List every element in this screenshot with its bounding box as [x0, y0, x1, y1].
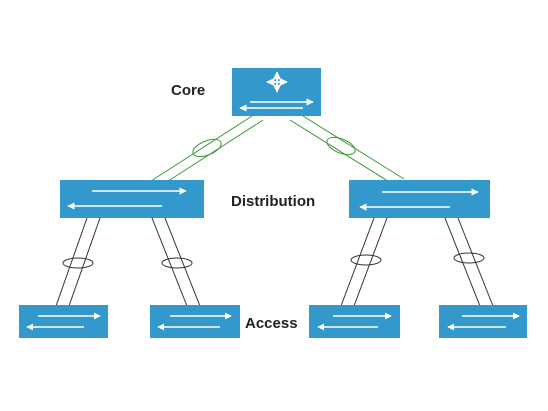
access-switch-1[interactable] [19, 305, 108, 338]
access-switch-3[interactable] [309, 305, 400, 338]
switch-bidirectional-arrows-icon [447, 312, 520, 331]
distribution-access-links [55, 217, 494, 307]
switch-bidirectional-arrows-icon [239, 98, 314, 112]
core-router[interactable] [232, 68, 321, 116]
tier-label-core: Core [171, 82, 205, 99]
etherchannel-bundle-marker [192, 138, 222, 158]
core-distribution-links [150, 115, 405, 186]
tier-label-distribution: Distribution [231, 193, 315, 210]
switch-bidirectional-arrows-icon [359, 188, 479, 211]
switch-bidirectional-arrows-icon [317, 312, 392, 331]
etherchannel-bundle-marker [161, 257, 193, 269]
etherchannel-bundle-marker [62, 257, 94, 269]
etherchannel-bundle-marker [326, 136, 356, 156]
link-distleft-to-access-2 [151, 217, 201, 307]
etherchannel-bundle-marker [350, 254, 382, 266]
distribution-switch-right[interactable] [349, 180, 490, 218]
switch-bidirectional-arrows-icon [67, 187, 187, 210]
access-switch-2[interactable] [150, 305, 240, 338]
link-distright-to-access-3 [340, 217, 388, 307]
tier-label-access: Access [245, 315, 298, 332]
router-cross-arrows-icon [266, 71, 288, 93]
etherchannel-bundle-marker [453, 252, 485, 264]
switch-bidirectional-arrows-icon [26, 312, 101, 331]
link-distleft-to-access-1 [55, 217, 101, 307]
switch-bidirectional-arrows-icon [157, 312, 232, 331]
access-switch-4[interactable] [439, 305, 527, 338]
link-core-to-dist-left [150, 115, 264, 186]
distribution-switch-left[interactable] [60, 180, 204, 218]
link-distright-to-access-4 [444, 217, 494, 307]
link-core-to-dist-right [289, 115, 405, 184]
